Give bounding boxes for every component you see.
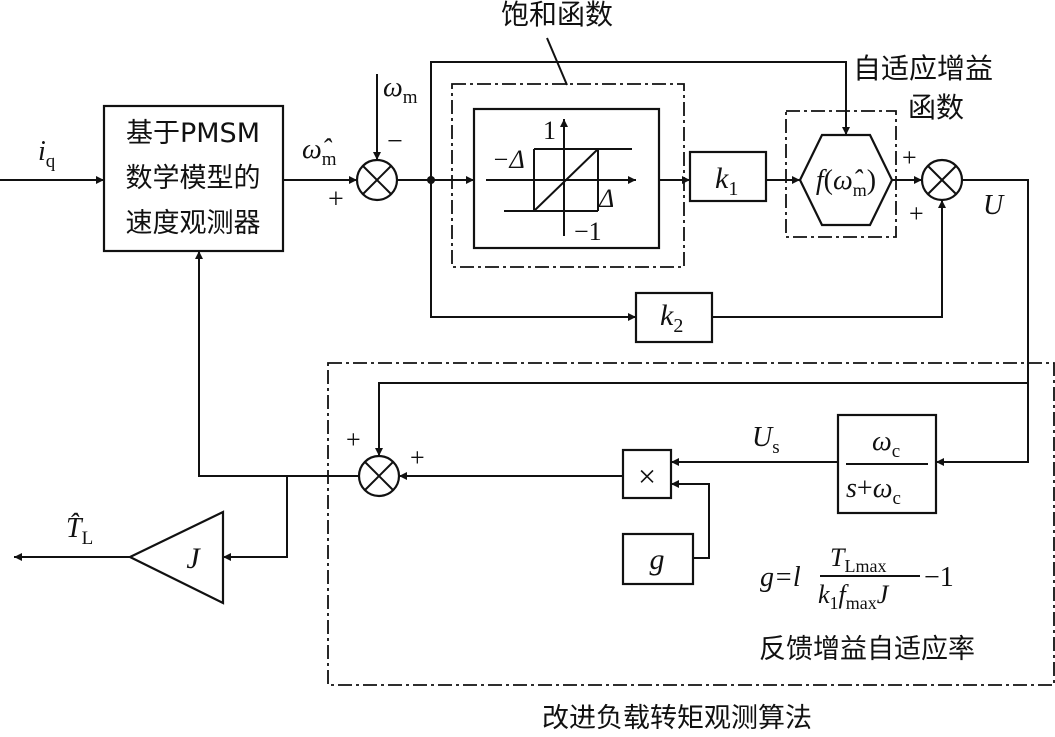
sum3-plus-right: +: [410, 443, 425, 472]
g-to-multiplier-arrow: [671, 480, 710, 559]
branch-to-k2-arrow: [430, 180, 636, 321]
feedback-gain-region-label: 反馈增益自适应率: [759, 634, 975, 665]
sum3-plus-top: +: [346, 425, 361, 454]
multiplier-symbol: ×: [638, 458, 656, 494]
branch-to-adaptive-arrow: [430, 61, 850, 180]
k1-gain-block: [688, 150, 768, 203]
observer-label-line1: 基于PMSM: [126, 118, 260, 149]
omega-m-label: ωm: [383, 72, 418, 108]
observer-label-line2: 数学模型的: [126, 163, 261, 194]
filter-numerator: ωc: [872, 426, 900, 462]
k1-label: k1: [715, 162, 738, 200]
us-label: Us: [752, 422, 780, 458]
sum-junction-1: [355, 158, 399, 202]
formula-lhs: g=l: [760, 562, 801, 593]
algorithm-region-label: 改进负载转矩观测算法: [542, 703, 812, 734]
sum-junction-2: [920, 158, 964, 202]
j-gain-triangle: [127, 510, 225, 605]
filter-denominator: s+ωc: [846, 473, 901, 509]
adaptive-gain-title-line1: 自适应增益: [853, 52, 993, 85]
k2-label: k2: [660, 299, 683, 337]
saturation-lower-label: −1: [574, 217, 602, 246]
adaptive-gain-region-border: [785, 110, 897, 238]
formula-denominator: k1fmaxJ: [818, 580, 890, 613]
saturation-function-title: 饱和函数: [501, 0, 613, 31]
sum1-minus-sign: −: [387, 126, 403, 157]
sum3-to-observer-arrow: [195, 251, 359, 477]
saturation-region-border: [451, 83, 685, 268]
sum1-plus-sign: +: [328, 184, 344, 215]
g-formula: g=l TLmax k1fmaxJ −1: [760, 543, 954, 613]
saturation-neg-delta-label: −Δ: [492, 145, 525, 174]
j-label: J: [186, 542, 201, 575]
sum2-plus-left: +: [902, 143, 917, 172]
observer-label-line3: 速度观测器: [126, 208, 261, 239]
saturation-pos-delta-label: Δ: [598, 184, 614, 213]
g-label: g: [650, 543, 665, 576]
saturation-upper-label: 1: [543, 116, 556, 145]
adaptive-function-label: f(ω̂m): [816, 165, 876, 200]
u-to-sum3-arrow: [375, 382, 1028, 456]
algorithm-region-border: [327, 362, 1055, 686]
u-label: U: [983, 190, 1005, 221]
u-output-line: [936, 179, 1029, 466]
omega-hat-label: ω̂m: [302, 134, 337, 170]
formula-numerator: TLmax: [830, 543, 886, 576]
tl-hat-label: T̂L: [66, 513, 93, 549]
multiplier-block: [621, 448, 673, 500]
iq-label: iq: [38, 136, 56, 172]
adaptive-gain-title-line2: 函数: [908, 91, 964, 124]
saturation-graph: [486, 119, 636, 236]
sum3-to-j-arrow: [223, 476, 288, 561]
k2-to-sum2-arrow: [712, 200, 946, 318]
sum2-plus-bottom: +: [909, 199, 924, 228]
g-gain-block: [621, 532, 695, 586]
formula-tail: −1: [924, 562, 954, 593]
sum-junction-3: [357, 454, 401, 498]
speed-observer-block: [102, 104, 285, 253]
